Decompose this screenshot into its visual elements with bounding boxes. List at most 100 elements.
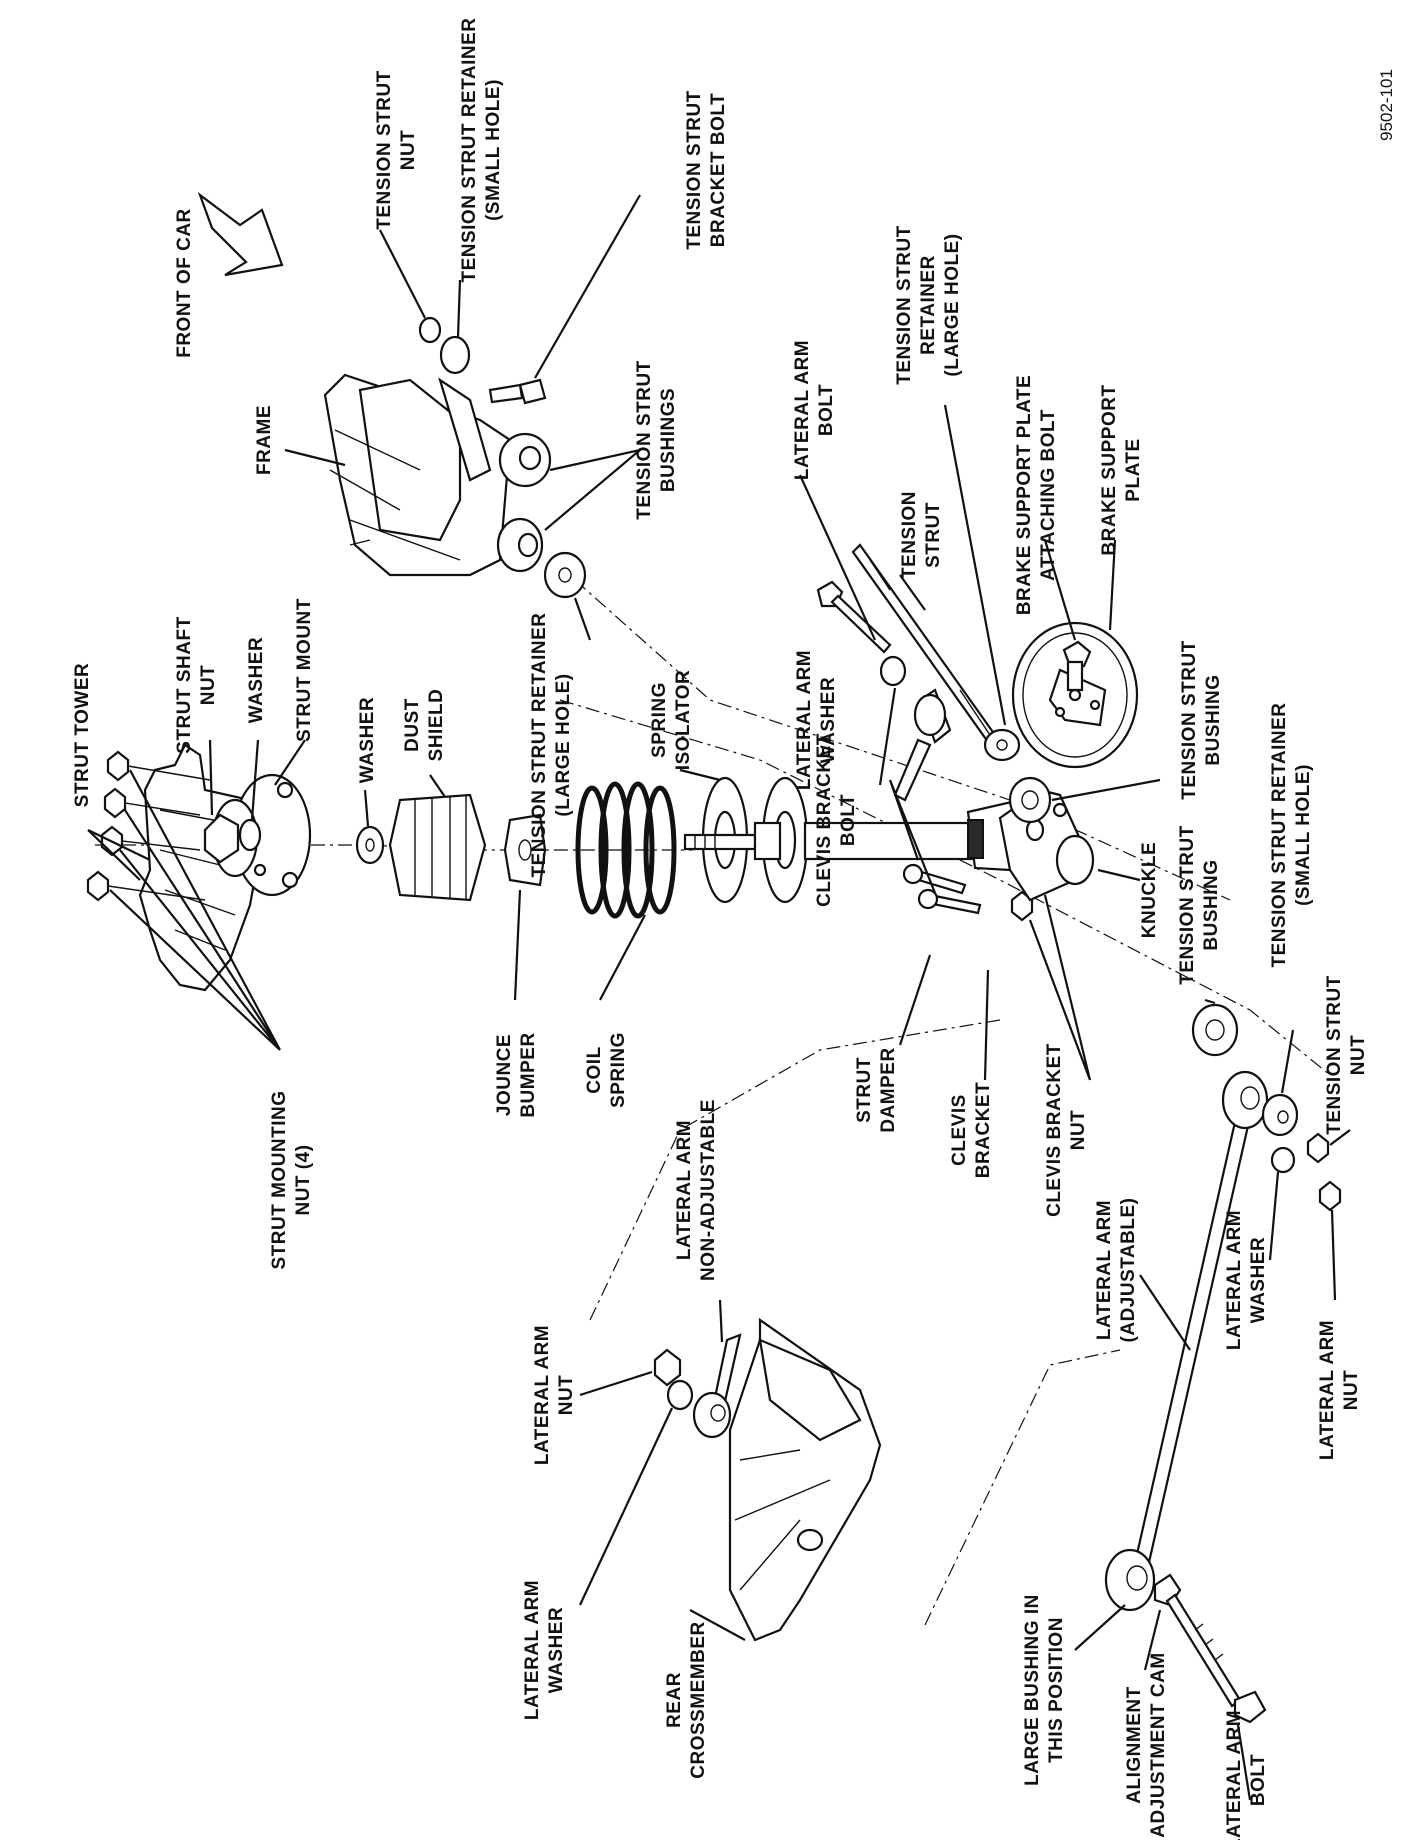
svg-text:NUT: NUT [1348,1035,1369,1076]
svg-text:TENSION STRUT: TENSION STRUT [1179,640,1200,800]
svg-text:LATERAL ARM: LATERAL ARM [532,1325,553,1465]
svg-text:LARGE BUSHING IN: LARGE BUSHING IN [1022,1594,1043,1786]
label-tension-strut-bushing-2: TENSION STRUT BUSHING [1177,825,1222,985]
clevis-bracket-bolts [902,863,982,915]
label-tension-strut-retainer-large-1: TENSION STRUT RETAINER (LARGE HOLE) [529,612,574,877]
leader-alignment-cam [1143,1609,1162,1671]
svg-text:KNUCKLE: KNUCKLE [1139,842,1160,938]
leader-lateral-arm-non-adjustable [718,1299,724,1343]
svg-text:WASHER: WASHER [546,1607,567,1693]
leader-lateral-arm-washer-right [1268,1171,1280,1261]
svg-text:SPRING: SPRING [608,1032,629,1108]
svg-text:TENSION STRUT RETAINER: TENSION STRUT RETAINER [459,17,480,282]
label-frame: FRAME [254,405,275,475]
label-tension-strut-retainer-small-right: TENSION STRUT RETAINER (SMALL HOLE) [1269,702,1314,967]
leader-washer-1 [250,739,260,821]
svg-text:STRUT TOWER: STRUT TOWER [72,663,93,807]
svg-text:DAMPER: DAMPER [878,1047,899,1132]
svg-text:ISOLATOR: ISOLATOR [673,670,694,770]
svg-text:(LARGE HOLE): (LARGE HOLE) [553,673,574,816]
label-lateral-arm-washer-right: LATERAL ARM WASHER [1224,1210,1269,1350]
label-strut-mount: STRUT MOUNT [294,598,315,742]
label-lateral-arm-washer-top: LATERAL ARM WASHER [794,650,839,790]
leader-tension-strut [899,574,926,611]
label-strut-shaft-nut: STRUT SHAFT NUT [174,616,219,753]
tension-strut-bushings-frame [496,432,552,573]
label-tension-strut: TENSION STRUT [899,491,944,579]
label-lateral-arm-bolt-bottom: LATERAL ARM BOLT [1224,1710,1269,1840]
parts-layer [86,191,1342,1724]
svg-text:TENSION STRUT: TENSION STRUT [684,90,705,250]
rear-crossmember [728,1317,882,1642]
svg-text:ATTACHING BOLT: ATTACHING BOLT [1038,409,1059,581]
label-clevis-bracket-bolt: CLEVIS BRACKET BOLT [814,733,859,907]
svg-text:BUMPER: BUMPER [518,1032,539,1117]
label-large-bushing: LARGE BUSHING IN THIS POSITION [1022,1594,1067,1786]
lateral-arm-nut-left [653,1348,682,1387]
leader-nut-top [379,229,426,319]
svg-text:(LARGE HOLE): (LARGE HOLE) [942,233,963,376]
svg-text:BOLT: BOLT [1248,1754,1269,1806]
label-lateral-arm-adjustable: LATERAL ARM (ADJUSTABLE) [1094,1198,1139,1343]
svg-text:TENSION STRUT: TENSION STRUT [634,360,655,520]
leader-strut-mount [274,739,306,786]
label-strut-tower: STRUT TOWER [72,663,93,807]
label-washer-1: WASHER [246,637,267,723]
lateral-arm-adjustable-part [1104,1070,1269,1612]
leader-lateral-arm-washer-left [579,1407,673,1606]
svg-text:CLEVIS BRACKET: CLEVIS BRACKET [1044,1043,1065,1217]
svg-text:REAR: REAR [664,1672,685,1728]
leader-bushings [544,448,641,531]
lateral-arm-bolt-bottom [1165,1593,1267,1724]
leader-retainer-large-frame [573,597,592,641]
lateral-arm-washer-top [879,655,907,687]
centerline-lateral [589,1019,1001,1321]
leader-lateral-arm-bolt-top [798,474,877,641]
svg-text:STRUT: STRUT [923,502,944,568]
svg-text:LATERAL ARM: LATERAL ARM [1317,1320,1338,1460]
centerline-tension [559,699,1331,1076]
svg-text:BRAKE SUPPORT PLATE: BRAKE SUPPORT PLATE [1014,375,1035,615]
svg-text:BUSHING: BUSHING [1203,674,1224,765]
labels-layer: FRONT OF CAR STRUT TOWER STRUT SHAFT NUT… [72,17,1369,1840]
lateral-arm-washer-right [1270,1146,1296,1174]
label-tension-strut-bushings: TENSION STRUT BUSHINGS [634,360,679,520]
brake-support-plate-bolt [1062,640,1092,692]
leader-clevis-bracket [983,969,990,1081]
leader-spring-isolator [679,768,721,782]
label-lateral-arm-non-adjustable: LATERAL ARM NON-ADJUSTABLE [674,1099,719,1281]
svg-text:LATERAL ARM: LATERAL ARM [1224,1210,1245,1350]
svg-text:CROSSMEMBER: CROSSMEMBER [688,1621,709,1779]
leader-bracket-bolt [534,194,641,379]
label-strut-damper: STRUT DAMPER [854,1047,899,1132]
svg-text:DUST: DUST [402,698,423,752]
svg-text:FRAME: FRAME [254,405,275,475]
svg-text:NON-ADJUSTABLE: NON-ADJUSTABLE [698,1099,719,1281]
leader-washer-2 [363,789,370,827]
leader-large-bushing [1074,1604,1126,1651]
label-tension-strut-retainer-large-2: TENSION STRUT RETAINER (LARGE HOLE) [894,225,963,385]
label-dust-shield: DUST SHIELD [402,689,447,762]
leader-retainer-small-right [1280,1029,1295,1094]
svg-text:RETAINER: RETAINER [918,255,939,355]
label-tension-strut-bushing-1: TENSION STRUT BUSHING [1179,640,1224,800]
label-tension-strut-nut-right: TENSION STRUT NUT [1324,975,1369,1135]
leader-lines [87,194,1351,1801]
leader-tension-strut-bushing-1 [1051,778,1161,802]
svg-text:STRUT SHAFT: STRUT SHAFT [174,616,195,753]
tension-strut-bushing-1 [1008,776,1052,824]
leader-jounce-bumper [513,889,522,1001]
svg-text:STRUT: STRUT [854,1057,875,1123]
label-rear-crossmember: REAR CROSSMEMBER [664,1621,709,1779]
tension-strut-bushing-2 [1191,1003,1239,1057]
washer-part [355,825,385,865]
svg-text:ADJUSTMENT CAM: ADJUSTMENT CAM [1148,1652,1169,1837]
svg-text:SPRING: SPRING [649,682,670,758]
svg-text:TENSION STRUT RETAINER: TENSION STRUT RETAINER [529,612,550,877]
leader-rear-crossmember [689,1609,746,1641]
label-clevis-bracket-nut: CLEVIS BRACKET NUT [1044,1043,1089,1217]
svg-text:TENSION STRUT: TENSION STRUT [1324,975,1345,1135]
lateral-arm-washer-left [666,1379,694,1411]
svg-text:NUT: NUT [198,665,219,706]
leader-lateral-arm-nut-left [579,1370,653,1397]
